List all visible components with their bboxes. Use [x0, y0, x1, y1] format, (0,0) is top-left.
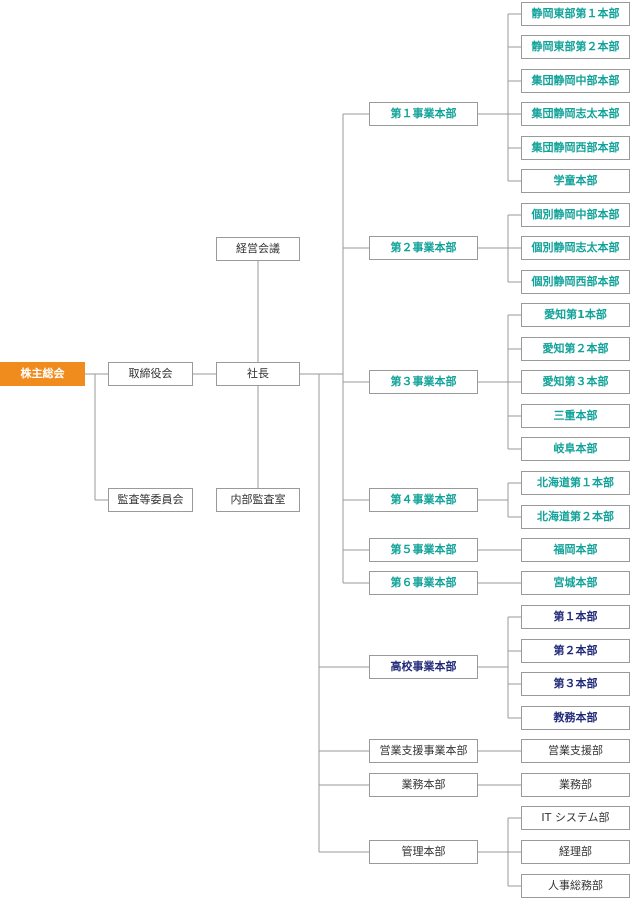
unit-box: 第３本部 — [521, 672, 630, 696]
unit-box: 個別静岡志太本部 — [521, 236, 630, 260]
management-meeting-box: 経営会議 — [216, 237, 300, 261]
unit-box: 第１本部 — [521, 605, 630, 629]
unit-box: 第２本部 — [521, 639, 630, 663]
unit-box: 宮城本部 — [521, 571, 630, 595]
unit-box: 個別静岡中部本部 — [521, 203, 630, 227]
unit-box: 集団静岡西部本部 — [521, 136, 630, 160]
division-box: 高校事業本部 — [369, 655, 478, 679]
unit-box: 教務本部 — [521, 706, 630, 730]
division-box: 営業支援事業本部 — [369, 739, 478, 763]
unit-box: 三重本部 — [521, 404, 630, 428]
unit-box: 愛知第２本部 — [521, 337, 630, 361]
unit-box: 学童本部 — [521, 169, 630, 193]
internal-audit-box: 内部監査室 — [216, 488, 300, 512]
unit-box: 集団静岡志太本部 — [521, 102, 630, 126]
unit-box: 静岡東部第１本部 — [521, 2, 630, 26]
audit-committee-box: 監査等委員会 — [108, 488, 193, 512]
unit-box: 岐阜本部 — [521, 437, 630, 461]
unit-box: IT システム部 — [521, 806, 630, 830]
division-box: 第５事業本部 — [369, 538, 478, 562]
unit-box: 個別静岡西部本部 — [521, 270, 630, 294]
shareholders-meeting-box: 株主総会 — [0, 362, 85, 386]
unit-box: 集団静岡中部本部 — [521, 69, 630, 93]
president-box: 社長 — [216, 362, 300, 386]
unit-box: 北海道第１本部 — [521, 471, 630, 495]
division-box: 第１事業本部 — [369, 102, 478, 126]
board-of-directors-box: 取締役会 — [108, 362, 193, 386]
unit-box: 愛知第３本部 — [521, 370, 630, 394]
unit-box: 人事総務部 — [521, 874, 630, 898]
unit-box: 業務部 — [521, 773, 630, 797]
unit-box: 愛知第1本部 — [521, 303, 630, 327]
unit-box: 福岡本部 — [521, 538, 630, 562]
division-box: 業務本部 — [369, 773, 478, 797]
division-box: 第３事業本部 — [369, 370, 478, 394]
unit-box: 経理部 — [521, 840, 630, 864]
division-box: 第４事業本部 — [369, 488, 478, 512]
division-box: 管理本部 — [369, 840, 478, 864]
division-box: 第６事業本部 — [369, 571, 478, 595]
division-box: 第２事業本部 — [369, 236, 478, 260]
unit-box: 営業支援部 — [521, 739, 630, 763]
unit-box: 北海道第２本部 — [521, 505, 630, 529]
unit-box: 静岡東部第２本部 — [521, 35, 630, 59]
